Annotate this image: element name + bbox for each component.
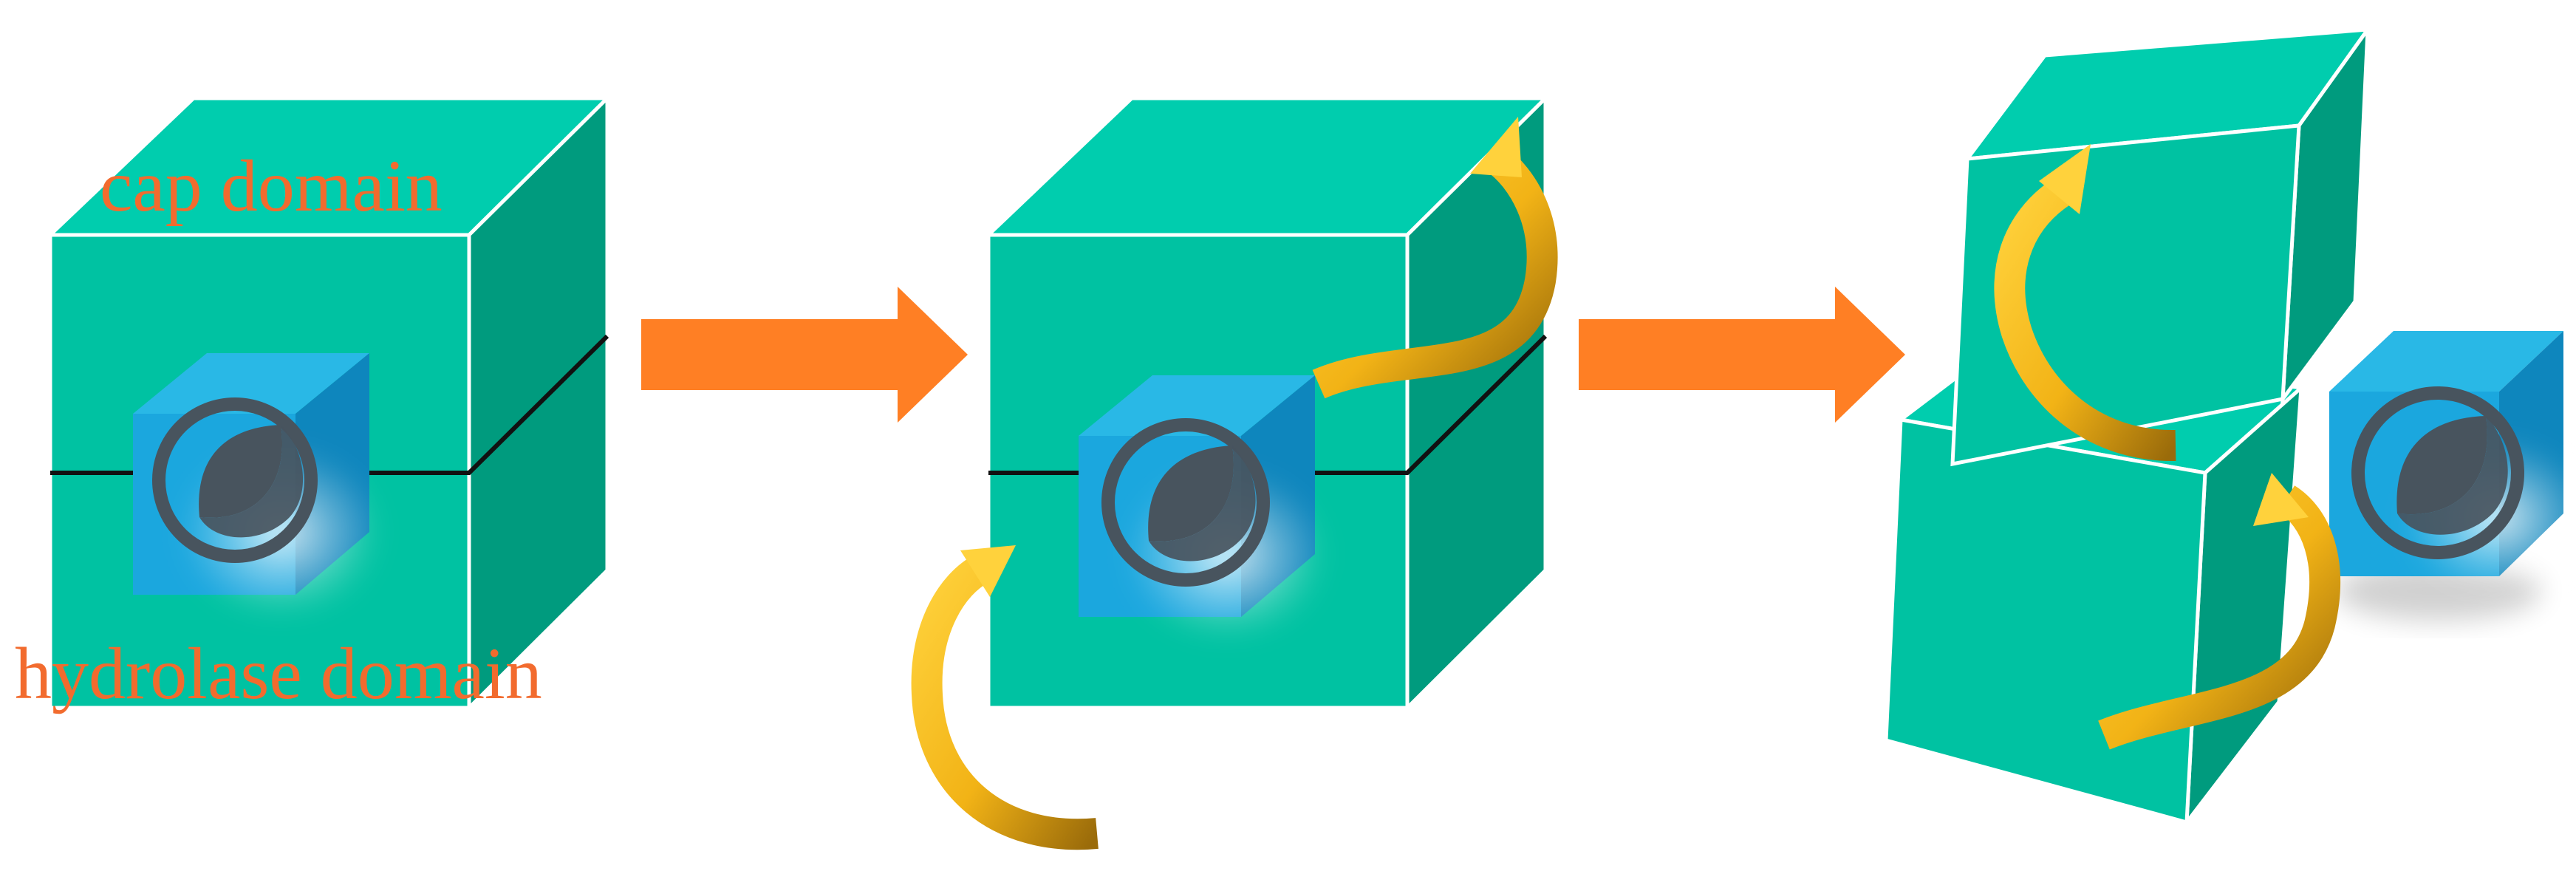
panel-open-released-state bbox=[1884, 23, 2576, 828]
motion-arrow-hydrolase-in bbox=[911, 545, 1099, 850]
panel-closed-state: cap domain hydrolase domain bbox=[15, 94, 612, 714]
cap-domain-label: cap domain bbox=[100, 145, 443, 227]
ligand-cube bbox=[133, 353, 380, 617]
motion-arrow-cap-up bbox=[1312, 117, 1558, 399]
released-ligand-cube bbox=[2329, 331, 2576, 621]
ligand-cube bbox=[1079, 375, 1326, 639]
motion-arrow-hydrolase-rotate bbox=[2098, 473, 2340, 750]
ligand-symbol-icon bbox=[152, 397, 318, 563]
ligand-top-face bbox=[1079, 375, 1315, 436]
hydrolase-domain-label: hydrolase domain bbox=[15, 632, 542, 714]
process-arrow-1 bbox=[641, 287, 968, 423]
panel-opening-state bbox=[911, 94, 1558, 850]
protein-cube-closed bbox=[45, 94, 612, 713]
ligand-top-face bbox=[133, 353, 369, 414]
ligand-symbol-icon bbox=[2351, 386, 2524, 559]
ligand-top-face bbox=[2329, 331, 2563, 392]
ligand-symbol-icon bbox=[1101, 418, 1270, 587]
block-front-face bbox=[1884, 417, 2207, 825]
process-arrow-2 bbox=[1579, 287, 1905, 423]
cap-domain-block bbox=[1950, 23, 2372, 467]
motion-arrow-cap-rotate bbox=[1994, 144, 2176, 462]
